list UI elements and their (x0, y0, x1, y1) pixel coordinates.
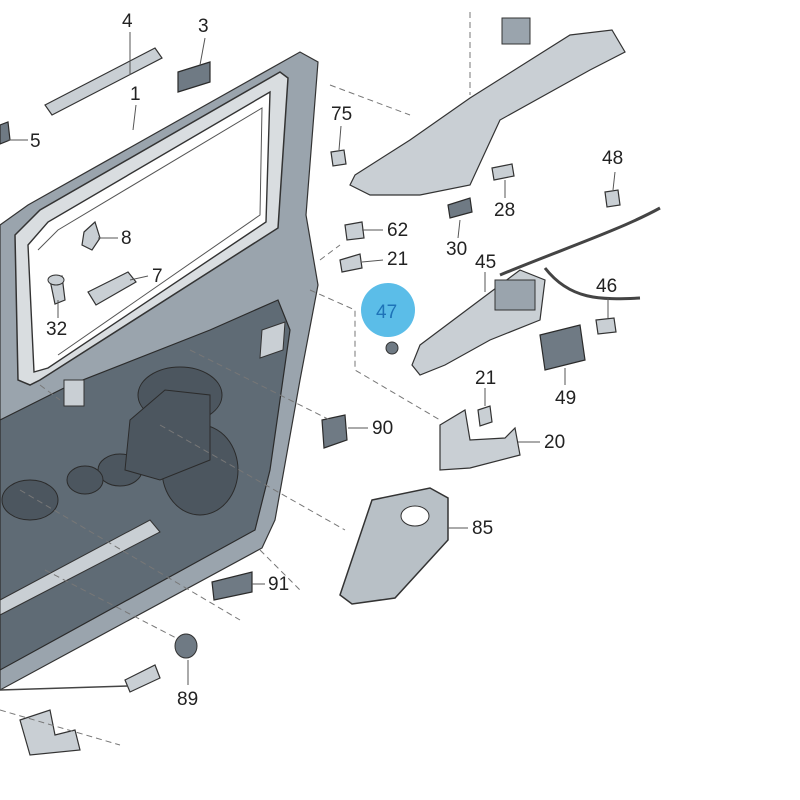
part-91-pad (211, 571, 253, 601)
part-4-trim-strip (44, 47, 163, 116)
callout-75: 75 (331, 104, 352, 125)
lock-cable (499, 206, 661, 301)
callout-5: 5 (30, 131, 41, 152)
part-47-nut (385, 341, 399, 355)
part-8-clip (81, 220, 101, 251)
callout-labels: 4 3 1 5 75 48 28 62 8 30 21 45 7 46 47 3… (30, 11, 623, 710)
part-3-pad (177, 61, 211, 93)
part-49-module (539, 324, 586, 371)
part-89-plug (174, 633, 198, 659)
part-20-bracket (439, 409, 521, 471)
part-45-lock (411, 269, 546, 376)
part-75-nut (330, 149, 347, 167)
part-21-screw-upper (339, 253, 363, 273)
callout-91: 91 (268, 574, 289, 595)
door-shell (0, 51, 319, 691)
callout-46: 46 (596, 276, 617, 297)
part-48-screw (604, 189, 621, 208)
regulator-rail (349, 17, 626, 196)
callout-45: 45 (475, 252, 496, 273)
part-32-pin (47, 274, 66, 305)
callout-7: 7 (152, 266, 163, 287)
callout-89: 89 (177, 689, 198, 710)
callout-62: 62 (387, 220, 408, 241)
callout-1: 1 (130, 84, 141, 105)
callout-3: 3 (198, 16, 209, 37)
part-90-pad (321, 414, 348, 449)
hinge-pin (0, 664, 161, 756)
callout-28: 28 (494, 200, 515, 221)
part-5-clip (0, 121, 11, 145)
part-21-screw-lower (477, 405, 493, 427)
callout-30: 30 (446, 239, 467, 260)
callout-85: 85 (472, 518, 493, 539)
callout-21-upper: 21 (387, 249, 408, 270)
part-7-handle (87, 271, 137, 306)
callout-90: 90 (372, 418, 393, 439)
part-30-plate (447, 197, 473, 219)
part-85-panel (339, 487, 449, 605)
part-62-screw (344, 221, 365, 241)
part-46-screw (595, 317, 617, 335)
callout-21-lower: 21 (475, 368, 496, 389)
highlight-circle-47 (361, 283, 415, 337)
callout-4: 4 (122, 11, 133, 32)
callout-20: 20 (544, 432, 565, 453)
callout-48: 48 (602, 148, 623, 169)
part-28-bolt (491, 163, 515, 181)
callout-49: 49 (555, 388, 576, 409)
leader-lines (0, 12, 616, 746)
callout-8: 8 (121, 228, 132, 249)
callout-47: 47 (376, 302, 397, 323)
callout-32: 32 (46, 319, 67, 340)
